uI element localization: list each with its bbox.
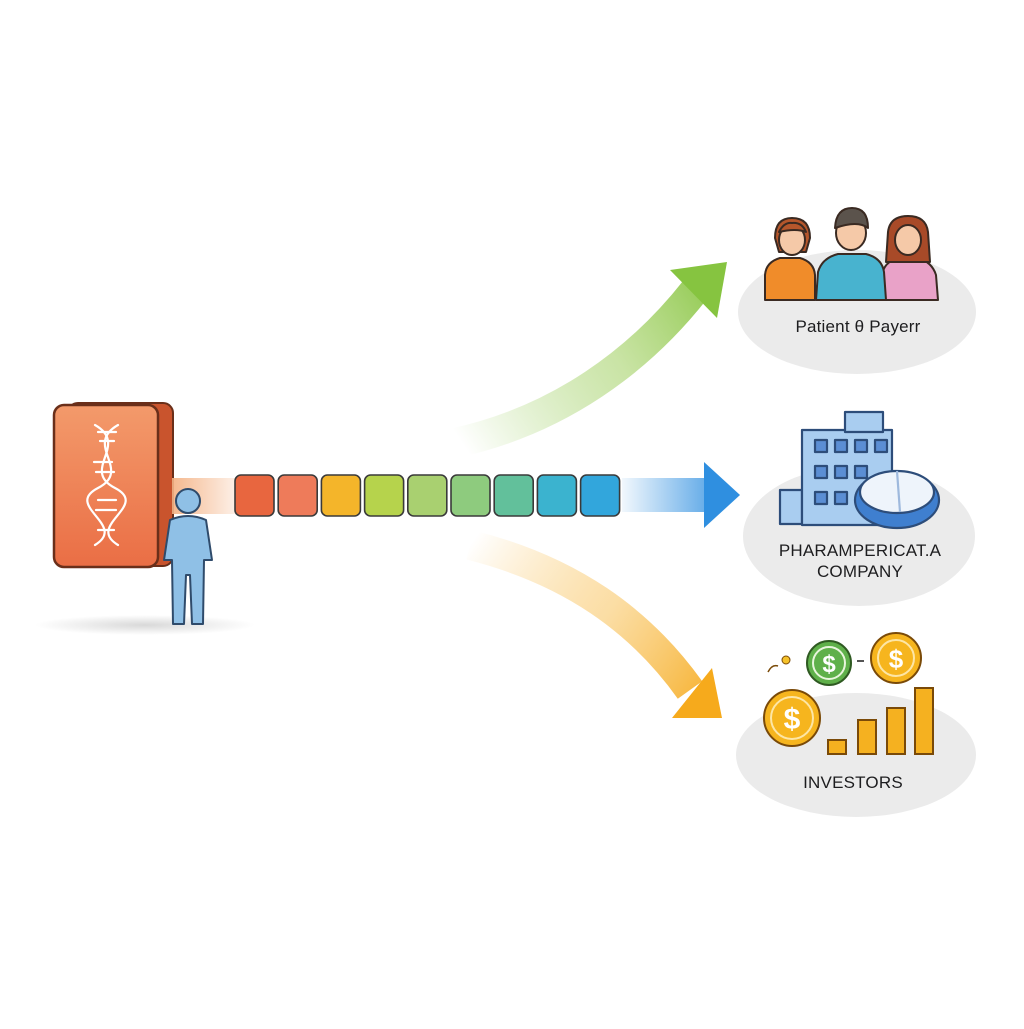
pipeline-segment: [579, 474, 621, 517]
pipeline-segment: [450, 474, 491, 517]
arrow-to-patient-payer: [451, 262, 727, 458]
arrow-to-investors: [466, 530, 722, 718]
dollar-coin-icon: $ $ $: [763, 632, 922, 747]
pipeline-segment: [363, 474, 405, 517]
label-pharma-line2: COMPANY: [816, 562, 904, 581]
label-pharma: PHARAMPERICAT.A COMPANY: [745, 540, 975, 582]
pipeline-bar: [234, 474, 621, 517]
label-patient-payer: Patient θ Payerr: [795, 317, 921, 336]
ground-shadow: [35, 615, 255, 635]
pipeline-segment: [493, 474, 535, 517]
label-pharma-line1: PHARAMPERICAT.A: [778, 541, 942, 560]
pipeline-segment: [320, 474, 362, 517]
pill-icon: [853, 469, 941, 530]
svg-text:$: $: [889, 644, 904, 674]
svg-text:$: $: [784, 703, 801, 736]
people-group-icon: [764, 207, 939, 301]
pipeline-segment: [277, 474, 319, 517]
label-investors: INVESTORS: [803, 773, 903, 792]
arrow-to-pharma: [622, 462, 740, 528]
bar-chart-icon: [827, 687, 934, 755]
pipeline-segment: [406, 474, 448, 517]
pipeline-segment: [234, 474, 275, 517]
svg-text:$: $: [822, 651, 836, 678]
dna-block-icon: [52, 402, 174, 569]
pipeline-segment: [536, 474, 578, 517]
person-icon: [163, 488, 213, 625]
